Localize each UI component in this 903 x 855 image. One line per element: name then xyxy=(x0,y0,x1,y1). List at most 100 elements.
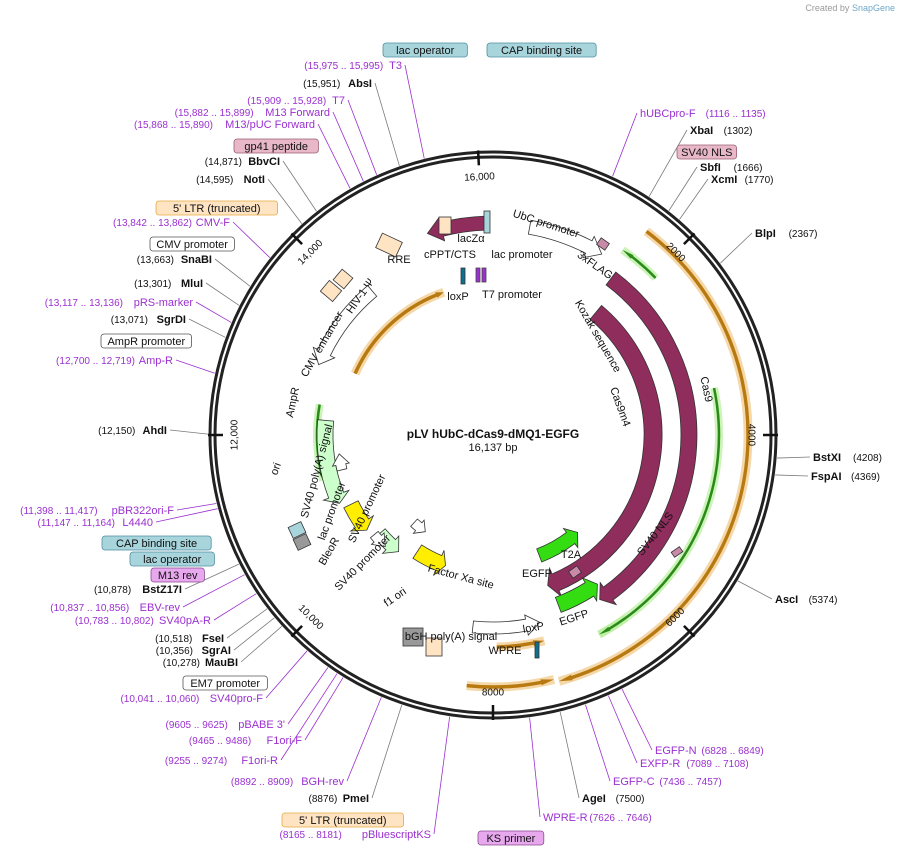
label-pos-prs-marker: (13,117 .. 13,136) xyxy=(45,298,123,309)
box-bg-em7-promoter xyxy=(182,675,268,691)
tick-label-4000: 4000 xyxy=(745,424,756,447)
label-xcmi: XcmI xyxy=(711,174,737,186)
label-pos-asci: (5374) xyxy=(809,595,838,606)
inner-label-loxp: loxP xyxy=(447,291,468,303)
label-pos-bstz17i: (10,878) xyxy=(94,585,131,596)
label-pos-bbvci: (14,871) xyxy=(205,157,242,168)
box-label-5-ltr-truncated: 5' LTR (truncated) xyxy=(155,200,278,216)
box-text-lac-operator: lac operator xyxy=(396,45,454,57)
label-f1ori-f: F1ori-F xyxy=(267,735,303,747)
leader-egfp-c xyxy=(585,704,611,782)
label-blpi: BlpI xyxy=(755,228,776,240)
box-bg-cap-binding-site xyxy=(101,535,212,551)
tick-mark-6000 xyxy=(683,625,696,638)
feature-wpre xyxy=(471,614,541,636)
label-pos-sgrdi: (13,071) xyxy=(111,315,148,326)
inner-label-egfp: EGFP xyxy=(522,568,552,580)
label-pos-t3: (15,975 .. 15,995) xyxy=(304,61,383,72)
label-pos-hubcpro-f: (1116 .. 1135) xyxy=(706,109,766,120)
label-pos-f1ori-f: (9465 .. 9486) xyxy=(189,736,251,747)
leader-f1ori-f xyxy=(304,677,344,741)
box-text-sv40-nls: SV40 NLS xyxy=(681,147,732,159)
box-label-m13-rev: M13 rev xyxy=(150,567,205,583)
label-maubi: MauBI xyxy=(205,657,238,669)
leader-hubcpro-f xyxy=(612,112,638,177)
box-text-gp41-peptide: gp41 peptide xyxy=(244,141,308,153)
label-sbfi: SbfI xyxy=(700,162,721,174)
label-m13-forward: M13 Forward xyxy=(265,107,330,119)
label-egfp-c: EGFP-C xyxy=(613,776,655,788)
box-label-cmv-promoter: CMV promoter xyxy=(149,236,235,252)
box-label-em7-promoter: EM7 promoter xyxy=(182,675,268,691)
credit-prefix: Created by xyxy=(805,3,850,13)
leader-sv40pro-f xyxy=(265,650,308,699)
leader-snabi xyxy=(214,258,251,287)
label-pos-ebv-rev: (10,837 .. 10,856) xyxy=(50,603,129,614)
box-bg-lac-operator xyxy=(129,551,215,567)
tick-mark-14-000 xyxy=(290,232,303,245)
feature-egfp-1 xyxy=(536,527,579,563)
tick-label-8000: 8000 xyxy=(482,688,505,699)
tick-label-12-000: 12,000 xyxy=(230,419,241,450)
inner-label-ampr: AmpR xyxy=(284,386,302,418)
inner-label-bgh-poly-a-signal: bGH poly(A) signal xyxy=(405,631,497,643)
feature-loxp-1 xyxy=(460,267,466,285)
box-text-cmv-promoter: CMV promoter xyxy=(156,239,228,251)
leader-noti xyxy=(267,178,303,224)
box-bg-5-ltr-truncated xyxy=(281,812,404,828)
label-pos-snabi: (13,663) xyxy=(137,255,174,266)
label-pos-pbr322ori-f: (11,398 .. 11,417) xyxy=(20,506,97,517)
label-pos-amp-r: (12,700 .. 12,719) xyxy=(56,356,135,367)
label-pos-pbluescriptks: (8165 .. 8181) xyxy=(280,830,342,841)
feature-sv40-polya xyxy=(331,453,351,472)
feature-3xflag xyxy=(596,237,610,251)
label-pos-fspai: (4369) xyxy=(851,472,880,483)
label-pbr322ori-f: pBR322ori-F xyxy=(112,505,175,517)
green-arc-1 xyxy=(622,249,657,279)
tick-label-16-000: 16,000 xyxy=(464,171,496,184)
label-pos-maubi: (10,278) xyxy=(163,658,200,669)
label-bgh-rev: BGH-rev xyxy=(301,776,344,788)
label-pos-pmei: (8876) xyxy=(308,794,337,805)
label-pos-exfp-r: (7089 .. 7108) xyxy=(686,759,748,770)
label-sgrdi: SgrDI xyxy=(157,314,186,326)
inner-label-t2a: T2A xyxy=(561,549,582,561)
inner-label-wpre: WPRE xyxy=(489,645,522,657)
label-pos-egfp-n: (6828 .. 6849) xyxy=(701,746,763,757)
box-bg-cmv-promoter xyxy=(149,236,235,252)
label-sv40pa-r: SV40pA-R xyxy=(159,615,211,627)
feature-bgh-polya xyxy=(402,627,424,647)
box-text-ampr-promoter: AmpR promoter xyxy=(107,336,185,348)
inner-label-rre: RRE xyxy=(387,254,410,266)
leader-mlui xyxy=(205,282,240,306)
feature-hiv-psi-1 xyxy=(319,279,343,303)
feature-cppt xyxy=(438,216,452,235)
tick-mark-10-000 xyxy=(290,625,303,638)
plasmid-name: pLV hUbC-dCas9-dMQ1-EGFG xyxy=(407,427,579,441)
leader-fspai xyxy=(775,474,809,477)
leader-l4440 xyxy=(155,508,218,523)
label-pmei: PmeI xyxy=(343,793,369,805)
leader-pbr322ori-f xyxy=(176,503,217,511)
label-ebv-rev: EBV-rev xyxy=(140,602,181,614)
inner-label-lacz: lacZα xyxy=(457,233,485,245)
label-mlui: MluI xyxy=(181,278,203,290)
ltr-arc-top-glow xyxy=(350,287,446,376)
label-pos-pbabe-3: (9605 .. 9625) xyxy=(166,720,228,731)
label-pos-noti: (14,595) xyxy=(196,175,233,186)
inner-label-lac-promoter: lac promoter xyxy=(491,249,552,261)
feature-cas9m4 xyxy=(547,304,663,597)
box-text-ks-primer: KS primer xyxy=(486,833,535,845)
leader-pbabe-3 xyxy=(287,667,329,725)
label-wpre-r: WPRE-R xyxy=(543,812,588,824)
label-pos-xcmi: (1770) xyxy=(745,175,774,186)
label-pos-blpi: (2367) xyxy=(789,229,818,240)
box-label-cap-binding-site: CAP binding site xyxy=(486,42,597,58)
feature-hiv-psi-2 xyxy=(332,268,354,290)
label-pos-sv40pro-f: (10,041 .. 10,060) xyxy=(120,694,199,705)
leader-amp-r xyxy=(175,359,215,374)
box-text-cap-binding-site: CAP binding site xyxy=(501,45,582,57)
label-sv40pro-f: SV40pro-F xyxy=(210,693,263,705)
label-exfp-r: EXFP-R xyxy=(640,758,680,770)
